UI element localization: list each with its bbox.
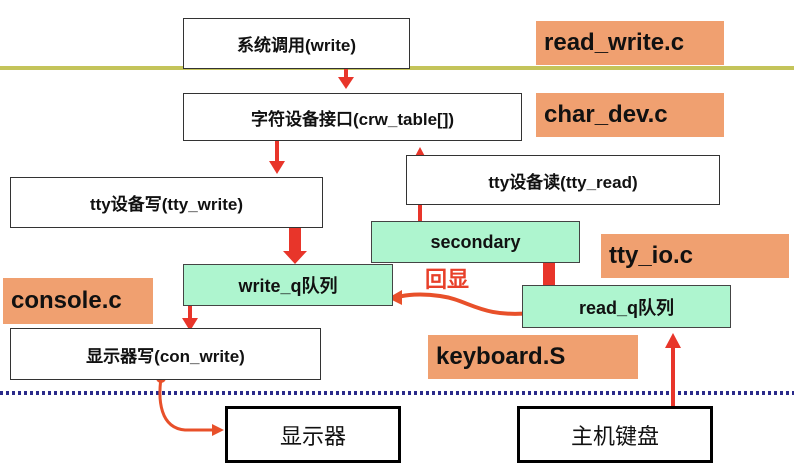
secondary-box: secondary <box>371 221 580 263</box>
arrow-ttywrite-to-writeq <box>289 227 301 252</box>
read-q-box: read_q队列 <box>522 285 731 328</box>
file-tag-tty-io: tty_io.c <box>601 234 789 278</box>
syscall-box: 系统调用(write) <box>183 18 410 69</box>
file-tag-tty-io-label: tty_io.c <box>609 242 694 269</box>
arrow-readq-to-secondary <box>543 258 555 285</box>
con-write-box: 显示器写(con_write) <box>10 328 321 380</box>
arrow-head <box>338 77 354 89</box>
file-tag-char-dev: char_dev.c <box>536 93 724 137</box>
file-tag-keyboard-label: keyboard.S <box>436 343 566 370</box>
file-tag-read-write: read_write.c <box>536 21 724 65</box>
file-tag-console: console.c <box>3 278 153 324</box>
keyboard-label: 主机键盘 <box>570 423 659 449</box>
read-q-label: read_q队列 <box>578 297 675 318</box>
write-q-label: write_q队列 <box>238 276 338 296</box>
syscall-label: 系统调用(write) <box>237 36 356 55</box>
echo-curve-arrow <box>397 292 533 316</box>
con-write-label: 显示器写(con_write) <box>86 346 245 366</box>
arrow-head <box>665 333 681 348</box>
tty-write-label: tty设备写(tty_write) <box>89 195 243 214</box>
keyboard-hardware-box: 主机键盘 <box>517 406 713 463</box>
char-dev-box: 字符设备接口(crw_table[]) <box>183 93 522 141</box>
display-hardware-box: 显示器 <box>225 406 401 463</box>
tty-read-label: tty设备读(tty_read) <box>488 172 638 192</box>
tty-read-box: tty设备读(tty_read) <box>406 155 720 205</box>
tty-write-box: tty设备写(tty_write) <box>10 177 323 228</box>
file-tag-read-write-label: read_write.c <box>544 29 685 56</box>
arrow-head <box>212 424 224 436</box>
display-curve-arrow <box>158 377 215 432</box>
arrow-head <box>388 290 402 305</box>
char-dev-label: 字符设备接口(crw_table[]) <box>250 109 455 129</box>
file-tag-char-dev-label: char_dev.c <box>544 101 668 128</box>
arrow-head <box>269 161 285 174</box>
arrow-head <box>283 251 307 264</box>
echo-label: 回显 <box>425 267 470 292</box>
file-tag-keyboard: keyboard.S <box>428 335 638 379</box>
write-q-box: write_q队列 <box>183 264 393 306</box>
arrow-head <box>182 318 198 331</box>
secondary-label: secondary <box>430 231 521 252</box>
display-label: 显示器 <box>279 423 346 449</box>
file-tag-console-label: console.c <box>11 287 122 314</box>
